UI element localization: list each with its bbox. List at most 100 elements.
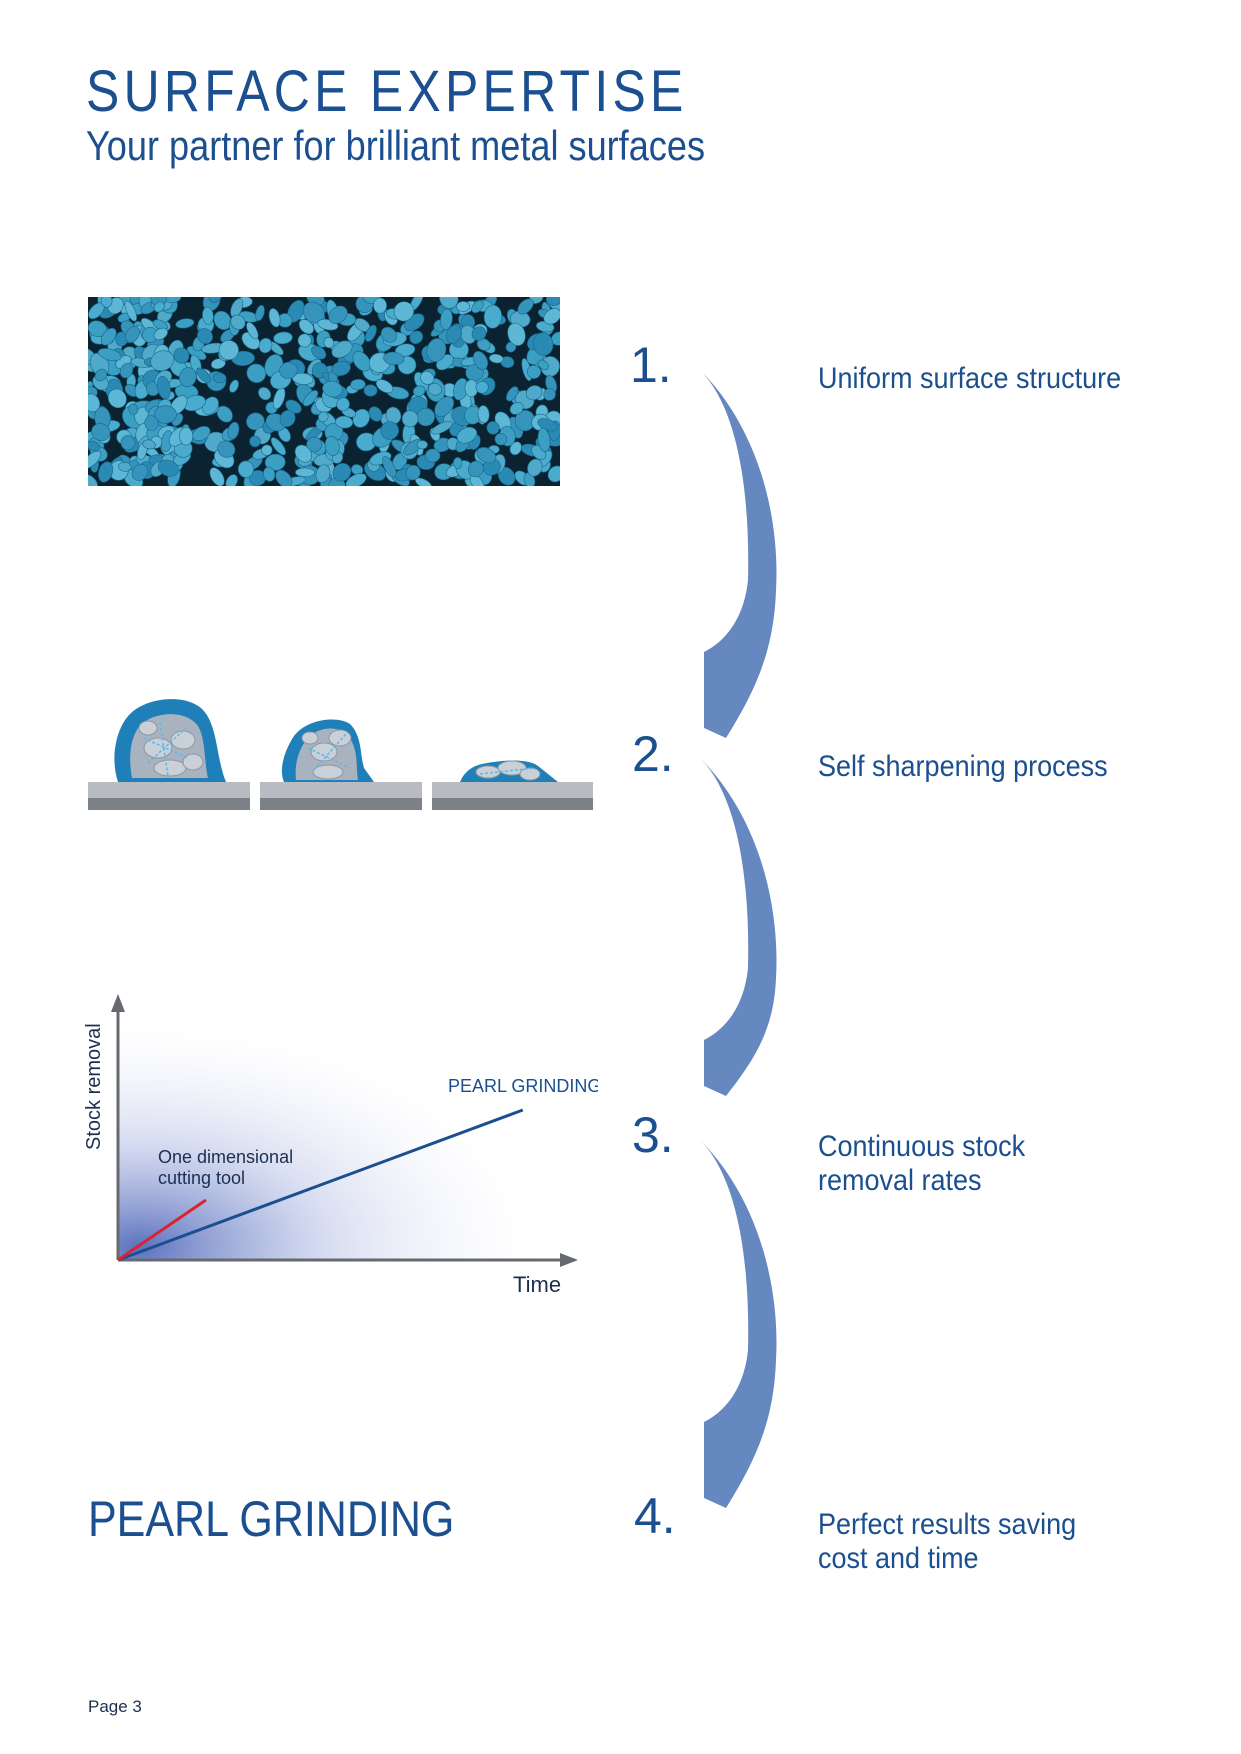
grain xyxy=(227,421,240,440)
grain xyxy=(208,297,222,303)
grain xyxy=(440,308,453,330)
grain xyxy=(120,435,136,451)
grain xyxy=(471,326,487,341)
grain xyxy=(545,297,560,306)
step-number-4: 4. xyxy=(634,1488,676,1544)
grain xyxy=(124,300,137,322)
grain xyxy=(453,457,463,469)
grain xyxy=(428,382,442,396)
grain xyxy=(264,453,286,471)
y-axis-label: Stock removal xyxy=(83,1023,105,1150)
grain xyxy=(445,324,462,344)
grain xyxy=(107,388,127,409)
grain xyxy=(217,440,236,458)
grain xyxy=(345,473,367,486)
arc-2 xyxy=(700,758,777,1096)
grain xyxy=(210,358,226,370)
grain xyxy=(94,368,108,382)
grain xyxy=(230,314,246,330)
grain xyxy=(412,385,426,397)
grain xyxy=(456,426,478,444)
grain xyxy=(336,397,350,412)
grain xyxy=(416,407,435,427)
series-line-0 xyxy=(117,1108,524,1262)
grain xyxy=(100,297,113,308)
grain xyxy=(275,469,293,486)
grain xyxy=(153,327,168,341)
grain xyxy=(144,415,159,432)
grain xyxy=(88,474,98,486)
grain xyxy=(456,301,470,312)
grain xyxy=(197,328,213,345)
grain xyxy=(483,304,503,329)
grain xyxy=(157,459,179,477)
grain xyxy=(175,318,195,329)
self-sharpening-illustration xyxy=(88,699,593,810)
grain xyxy=(322,380,343,398)
grain xyxy=(153,405,177,424)
grain xyxy=(315,464,331,484)
grain xyxy=(332,463,352,482)
grain xyxy=(476,338,491,351)
page-title: SURFACE EXPERTISE xyxy=(86,59,688,124)
grain xyxy=(331,360,351,377)
stock-removal-chart: Stock removal Time PEARL GRINDING One di… xyxy=(83,994,598,1297)
grain xyxy=(152,319,168,331)
grain xyxy=(543,388,556,401)
grain xyxy=(523,472,536,486)
page-number: Page 3 xyxy=(88,1697,142,1716)
step-number-1: 1. xyxy=(630,337,672,393)
step-number-2: 2. xyxy=(632,726,674,782)
series-label-cutting-tool-line2: cutting tool xyxy=(158,1168,245,1188)
grain xyxy=(179,367,197,388)
grain xyxy=(229,379,239,393)
chart-plot-area xyxy=(118,1010,558,1260)
grain xyxy=(527,458,543,477)
step-text-1: Uniform surface structure xyxy=(818,362,1122,395)
grain xyxy=(125,325,140,343)
grain xyxy=(431,421,453,435)
series-line-1 xyxy=(117,1198,207,1262)
grain xyxy=(368,406,383,422)
grain xyxy=(311,345,327,360)
sharpening-stage-3 xyxy=(432,760,593,810)
grain xyxy=(179,426,194,446)
grain xyxy=(150,350,175,372)
grain xyxy=(153,301,165,313)
page-subtitle: Your partner for brilliant metal surface… xyxy=(86,122,706,169)
grain xyxy=(323,337,334,349)
step-text-4: Perfect results saving cost and time xyxy=(818,1508,1077,1575)
grain xyxy=(246,363,267,383)
series-label-pearl-grinding: PEARL GRINDING xyxy=(448,1076,598,1096)
grain xyxy=(382,456,397,478)
grain xyxy=(380,421,399,440)
grain xyxy=(261,444,273,456)
grain xyxy=(156,375,171,400)
grain xyxy=(486,421,500,435)
grain xyxy=(100,327,117,346)
grain xyxy=(318,411,329,423)
grain xyxy=(118,461,132,472)
grain xyxy=(202,306,214,325)
grain xyxy=(352,351,371,372)
grain xyxy=(475,380,489,394)
grain xyxy=(363,384,378,397)
grain xyxy=(142,439,156,450)
grain xyxy=(385,406,402,425)
grain xyxy=(258,387,272,401)
grain xyxy=(294,444,312,463)
grain xyxy=(212,372,227,384)
grain xyxy=(517,298,534,315)
grain xyxy=(426,338,447,363)
grain xyxy=(405,464,421,481)
grain xyxy=(383,351,405,366)
grain xyxy=(373,297,387,314)
grain xyxy=(506,386,519,402)
x-axis-arrow xyxy=(560,1253,578,1267)
grain xyxy=(196,367,211,383)
grain xyxy=(302,390,319,407)
grain xyxy=(420,370,435,385)
grain xyxy=(263,466,276,482)
grain xyxy=(173,347,190,364)
grain xyxy=(88,440,100,452)
